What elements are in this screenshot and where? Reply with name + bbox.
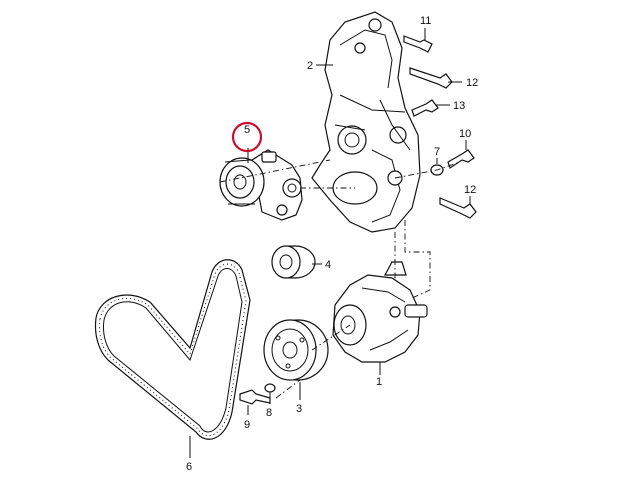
bolt-13 bbox=[411, 99, 439, 117]
mounting-bracket bbox=[311, 11, 421, 233]
callout-12-upper: 12 bbox=[466, 77, 478, 89]
callout-9: 9 bbox=[244, 419, 250, 431]
bolt-10 bbox=[447, 149, 475, 169]
callout-6: 6 bbox=[186, 461, 192, 473]
idler-pulley bbox=[271, 245, 316, 279]
callout-12-lower: 12 bbox=[464, 184, 476, 196]
callout-11: 11 bbox=[420, 15, 431, 27]
pump-pulley bbox=[263, 319, 329, 381]
power-steering-pump bbox=[332, 261, 428, 363]
callout-13: 13 bbox=[453, 100, 465, 112]
bolt-12-upper bbox=[409, 67, 453, 89]
washer-8 bbox=[264, 383, 276, 393]
bolt-12-lower bbox=[439, 197, 477, 219]
bolt-9 bbox=[239, 389, 271, 405]
belt-tensioner bbox=[219, 149, 303, 221]
callout-1: 1 bbox=[376, 376, 382, 388]
callout-7: 7 bbox=[434, 146, 440, 158]
callout-4: 4 bbox=[325, 259, 331, 271]
bolt-11 bbox=[403, 35, 433, 53]
highlight-circle bbox=[231, 121, 263, 153]
callout-labels: 11 12 13 10 7 12 2 5 4 1 3 8 9 6 bbox=[186, 15, 478, 473]
callout-2: 2 bbox=[307, 60, 313, 72]
poly-v-belt bbox=[94, 259, 251, 440]
callout-5: 5 bbox=[244, 124, 250, 136]
callout-3: 3 bbox=[296, 403, 302, 415]
callout-10: 10 bbox=[459, 128, 471, 140]
callout-8: 8 bbox=[266, 407, 272, 419]
